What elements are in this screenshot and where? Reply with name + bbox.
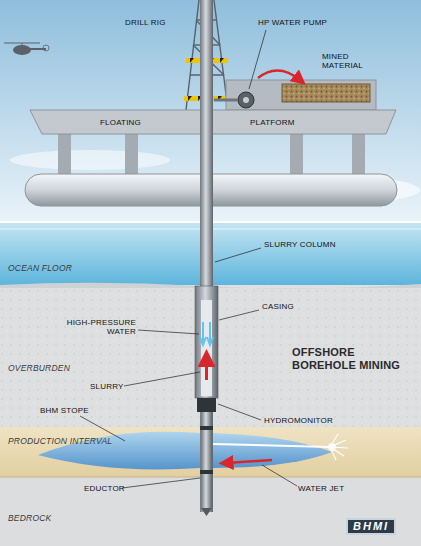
hydromonitor-tool (201, 412, 212, 508)
tool-band (200, 426, 213, 430)
bhm-stope (213, 433, 332, 468)
mined-material-bin (282, 84, 370, 102)
leader-lines (122, 478, 200, 488)
part-label: PLATFORM (250, 118, 295, 127)
leader-lines (249, 30, 266, 89)
hp-water-pump (238, 92, 254, 108)
part-label: DRILL RIG (125, 18, 166, 27)
leader-lines (219, 310, 259, 320)
part-label: SLURRY COLUMN (264, 240, 336, 249)
layer-label: OCEAN FLOOR (8, 264, 72, 274)
leader-lines (215, 248, 261, 262)
jet-burst (328, 443, 336, 451)
part-label: SLURRY (90, 382, 124, 391)
drill-rig (186, 0, 199, 110)
helicopter (43, 45, 49, 51)
pump-line (214, 99, 238, 102)
water-down-arrow (207, 322, 213, 345)
tool-band (200, 470, 213, 474)
slurry-flow-arrow (226, 460, 272, 463)
part-label: CASING (262, 302, 294, 311)
layer-label: BEDROCK (8, 514, 51, 524)
helicopter (22, 43, 23, 46)
platform-leg (125, 134, 138, 176)
water-down-arrow (200, 322, 206, 345)
leader-lines (124, 372, 200, 386)
deck-house (226, 80, 376, 110)
diagram-heading: OFFSHORE BOREHOLE MINING (292, 346, 402, 372)
tool-joint (197, 398, 216, 412)
helicopter (4, 43, 49, 55)
part-label: BHM STOPE (40, 406, 89, 415)
overburden (0, 285, 421, 427)
part-label: MINED MATERIAL (322, 52, 374, 70)
leader-lines (138, 330, 199, 334)
part-label: HP WATER PUMP (258, 18, 327, 27)
platform-leg (58, 134, 71, 176)
part-label: HIGH-PRESSURE WATER (62, 318, 136, 336)
cloud (10, 150, 170, 170)
part-label: FLOATING (100, 118, 141, 127)
discharge-arrow (258, 70, 300, 80)
part-label: EDUCTOR (84, 484, 125, 493)
leader-lines (262, 465, 297, 486)
casing-bore (201, 300, 212, 396)
tool-tip (201, 508, 212, 516)
platform-leg (352, 134, 365, 176)
slurry-up-arrow (205, 358, 208, 380)
part-label: HYDROMONITOR (264, 416, 333, 425)
leader-lines (218, 404, 261, 420)
part-label: WATER JET (298, 484, 344, 493)
pump-hub (243, 97, 249, 103)
casing (195, 286, 218, 398)
water-jet (213, 444, 330, 447)
platform-leg (290, 134, 303, 176)
logo-mark: BHMI (346, 518, 396, 535)
slurry-column (200, 0, 213, 512)
layer-label: PRODUCTION INTERVAL (8, 437, 112, 447)
layer-label: OVERBURDEN (8, 364, 70, 374)
